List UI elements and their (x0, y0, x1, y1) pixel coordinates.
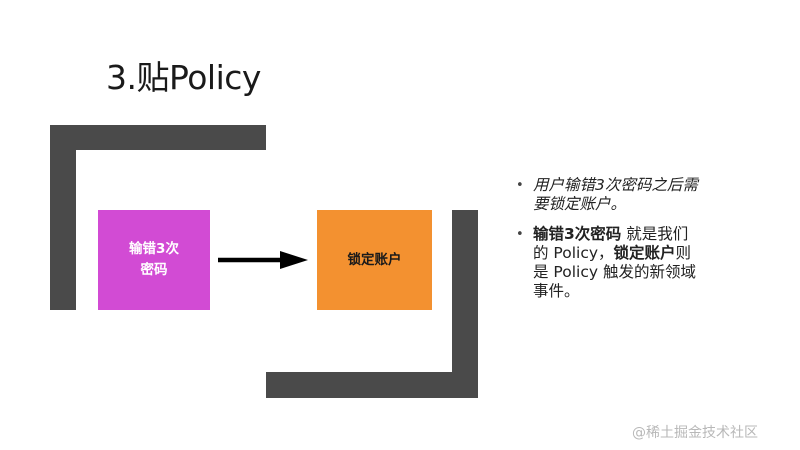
bullet-2-line-1: 输错3次密码 就是我们 (533, 225, 764, 244)
domain-event-box: 锁定账户 (317, 210, 432, 310)
bullet-2-line-3: 是 Policy 触发的新领域 (533, 263, 696, 281)
bullet-2-bold-event: 锁定账户 (613, 244, 676, 262)
bullet-item: • 用户输错3次密码之后需 要锁定账户。 (514, 176, 764, 214)
bullet-1-line-1: 用户输错3次密码之后需 (533, 176, 698, 194)
bullet-dot-icon: • (516, 227, 524, 242)
bullet-1-line-2: 要锁定账户。 (533, 195, 627, 213)
bullet-item: • 输错3次密码 就是我们 的 Policy，锁定账户则 是 Policy 触发… (514, 225, 764, 301)
right-arrow-icon (218, 251, 308, 269)
domain-event-label: 锁定账户 (347, 251, 402, 268)
frame-bottom-bar (266, 372, 478, 398)
explanation-list: • 用户输错3次密码之后需 要锁定账户。 • 输错3次密码 就是我们 的 Pol… (514, 176, 764, 312)
frame-left-bar (50, 125, 76, 310)
bullet-2-line-1-rest: 就是我们 (621, 225, 689, 243)
frame-right-bar (452, 210, 478, 398)
bullet-2-line-2: 的 Policy，锁定账户则 (533, 244, 764, 263)
bullet-2-line-2-start: 的 Policy， (533, 244, 614, 262)
policy-trigger-label: 输错3次 密码 (129, 241, 179, 278)
watermark: @稀土掘金技术社区 (632, 425, 758, 441)
slide-title: 3.贴Policy (106, 58, 261, 97)
bullet-2-line-4: 事件。 (533, 282, 580, 300)
bullet-2-line-2-end: 则 (675, 244, 692, 262)
frame-top-left-bar (50, 125, 266, 150)
bullet-dot-icon: • (516, 178, 524, 193)
policy-trigger-box: 输错3次 密码 (98, 210, 210, 310)
bullet-2-bold-term: 输错3次密码 (533, 225, 622, 243)
